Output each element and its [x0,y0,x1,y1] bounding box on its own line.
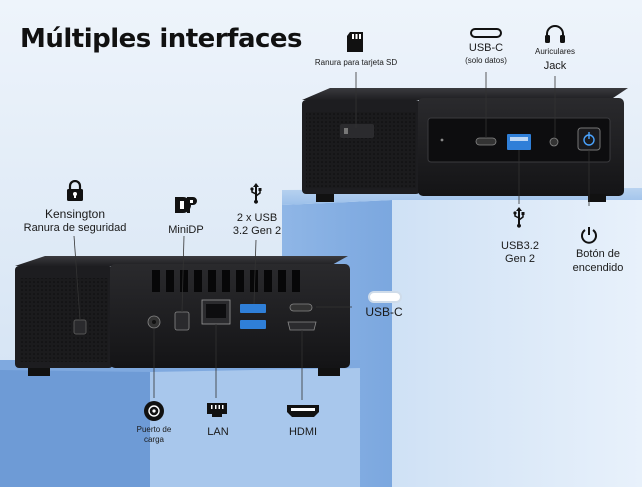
dc-jack-icon [144,401,164,421]
usb2x-sublabel: 3.2 Gen 2 [232,225,282,237]
hdmi-label: HDMI [288,426,318,438]
usb-c-icon [470,28,502,38]
usb-c-top-label: USB-C [468,42,504,54]
headphones-label: Auriculares [534,47,575,56]
kensington-sublabel: Ranura de seguridad [23,222,127,234]
hdmi-icon [287,405,319,417]
usb32-sublabel: Gen 2 [505,253,535,265]
power-icon [581,227,597,244]
charge-sublabel: carga [143,435,164,444]
mini-pc-front [302,88,628,202]
sd-slot-label: Ranura para tarjeta SD [314,58,398,67]
usb-c-side-label: USB-C [365,305,403,319]
usb-c-icon [368,291,402,303]
usb-icon [513,207,525,228]
mini-pc-side [15,256,350,376]
usb2x-label: 2 x USB [236,212,278,224]
leader-lines [73,72,590,400]
power-label: Botón de [575,248,621,260]
minidp-label: MiniDP [168,224,204,236]
usb32-label: USB3.2 [501,240,539,252]
lan-label: LAN [207,426,229,438]
sd-card-icon [347,32,363,52]
power-sublabel: encendido [572,262,624,274]
page-title: Múltiples interfaces [20,24,303,54]
displayport-icon [175,197,197,213]
charge-label: Puerto de [136,425,172,434]
jack-label: Jack [543,60,567,72]
headphones-icon [545,25,565,43]
pedestal-left [0,360,360,487]
lock-icon [67,180,83,201]
usb-c-top-sublabel: (solo datos) [465,56,507,65]
kensington-label: Kensington [44,207,106,221]
ethernet-icon [207,403,227,417]
usb-icon [250,183,262,204]
